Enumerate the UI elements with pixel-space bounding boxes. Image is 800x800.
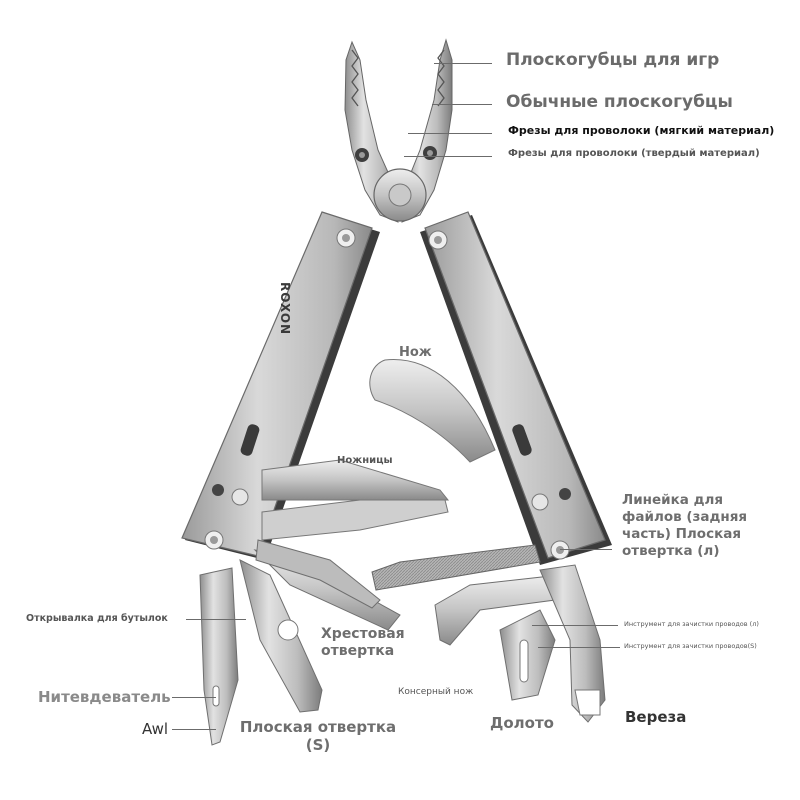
label-phillips: Хрестовая отвертка [321, 626, 405, 659]
label-awl: Awl [142, 720, 169, 738]
leader-wire-hard [404, 156, 492, 157]
label-pliers-games: Плоскогубцы для игр [506, 50, 720, 70]
leader-pliers-regular [432, 104, 492, 105]
lower-right-tools [434, 564, 606, 723]
leader-pliers-games [434, 63, 492, 64]
leader-bottle-opener [186, 619, 246, 620]
label-wire-cutter-soft: Фрезы для проволоки (мягкий материал) [508, 124, 775, 137]
label-threader: Нитевдеватель [38, 688, 171, 706]
label-flat-screwdriver-s: Плоская отвертка (S) [239, 718, 397, 754]
leader-file-ruler [560, 549, 612, 550]
right-handle [420, 211, 612, 565]
knife-blade [369, 359, 496, 463]
label-wire-stripper-l: Инструмент для зачистки проводов (л) [624, 620, 759, 628]
brand-logo: ROXON [278, 282, 292, 336]
leader-wire-stripper-l [532, 625, 618, 626]
label-file-ruler: Линейка для файлов (задняя часть) Плоска… [622, 492, 748, 559]
label-bottle-opener: Открывалка для бутылок [26, 613, 168, 624]
scissors [261, 459, 450, 541]
left-handle [181, 211, 380, 560]
label-can-opener: Консерный нож [398, 687, 474, 697]
leader-threader [172, 697, 216, 698]
label-wire-stripper-s: Инструмент для зачистки проводов(S) [624, 642, 757, 650]
leader-wire-stripper-s [538, 647, 620, 648]
pliers-jaws [344, 38, 453, 223]
leader-awl [172, 729, 216, 730]
leader-wire-soft [408, 133, 492, 134]
lower-left-tools [199, 539, 401, 746]
label-chisel: Долото [490, 714, 554, 732]
label-wire-cutter-hard: Фрезы для проволоки (твердый материал) [508, 148, 760, 159]
label-hook-cutter: Вереза [625, 708, 687, 726]
label-pliers-regular: Обычные плоскогубцы [506, 92, 733, 112]
label-scissors: Ножницы [337, 455, 393, 466]
file-tool [371, 544, 541, 591]
label-knife: Нож [399, 345, 432, 360]
